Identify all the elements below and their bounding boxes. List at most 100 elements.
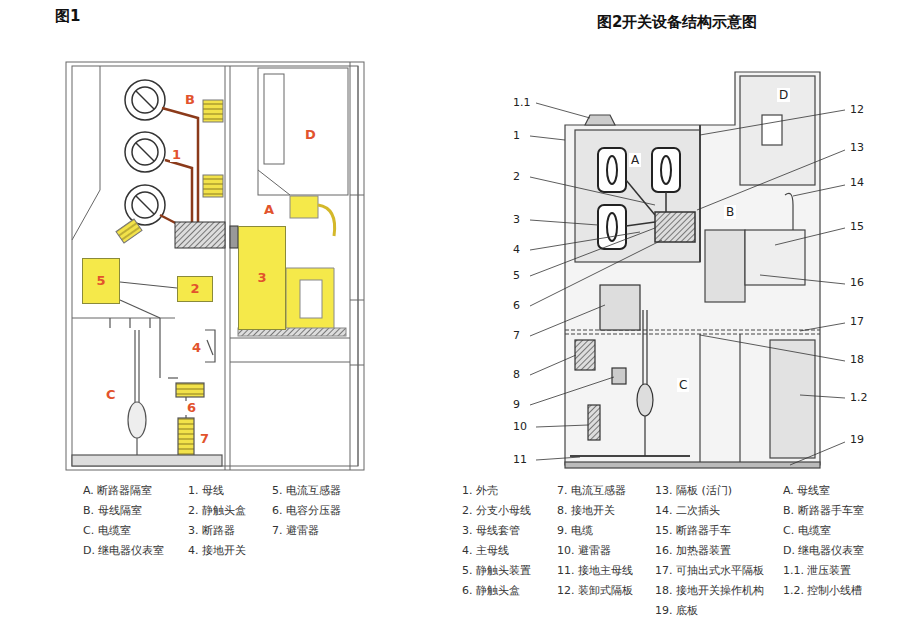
fig2-busbar-part [626,180,655,215]
compartment-letter: C [677,378,689,392]
fig1-housing-part [72,66,100,240]
fig1-cable-room-part [205,330,215,362]
key-entry: 15. 断路器手车 [655,524,731,538]
key-entry: 1. 外壳 [462,484,498,498]
leader-lines-part [697,150,845,210]
fig1-bushings-part [132,192,158,218]
callout-number: 4 [513,243,520,257]
fig1-housing-part [264,74,284,164]
fig1-bushings-part [125,80,165,120]
fig2-cable-room-part [646,310,647,385]
callout-letter: 6 [185,401,198,415]
key-entry: 2. 静触头盒 [188,504,246,518]
fig1-cable-room-part [207,340,213,355]
component-number: 3 [257,271,266,285]
key-entry: 1. 母线 [188,484,224,498]
fig1-cable-room-part [149,318,150,328]
fig2-housing-part [565,462,820,468]
callout-number: 16 [850,276,864,290]
leader-lines-part [536,457,580,460]
figure-title: 图1 [55,9,80,23]
fig1-bushings-part [136,196,154,214]
callout-number: 6 [513,299,520,313]
fig1-cable-room-part [129,318,130,328]
leader-lines-part [530,305,605,336]
fig1-cable-room-part [134,330,135,402]
fig2-cable-room [575,285,653,456]
fig1-breaker-parts-part [300,280,322,318]
fig1-busbar-part [165,160,192,228]
key-entry: 4. 主母线 [462,544,509,558]
callout-number: 7 [513,329,520,343]
fig1-breaker-parts [238,196,346,336]
fig2-busbar-part [665,192,667,212]
leader-lines-part [536,425,588,427]
fig2-bushings-part [598,148,626,192]
fig2-housing-part [570,455,690,457]
fig1-housing [66,62,364,470]
key-entry: 9. 电缆 [557,524,593,538]
fig1-housing-part [350,195,364,196]
component-number: 5 [96,274,105,288]
fig2-housing-part [699,334,700,462]
fig1-housing-part [230,362,350,363]
key-entry: 11. 接地主母线 [557,564,633,578]
leader-lines-part [530,136,565,140]
figure-title: 图2开关设备结构示意图 [597,15,757,29]
fig1-housing-part [358,66,359,466]
key-entry: 10. 避雷器 [557,544,611,558]
fig2-housing-part [575,130,700,262]
component-box: 2 [177,276,213,302]
fig2-bushings-part [661,156,671,184]
leader-lines-part [536,103,590,118]
fig2-housing-part [565,72,820,465]
fig1-cable-room-part [159,318,160,378]
fig1-cable-room-part [120,300,160,318]
callout-number: 3 [513,213,520,227]
callout-number: 11 [513,453,527,467]
fig2-cable-room-part [637,384,653,416]
fig2-housing-part [762,115,782,145]
fig1-cable-room-part [120,282,177,288]
component-box: 3 [238,226,286,330]
compartment-letter: B [724,205,736,219]
fig1-housing-part [350,300,364,301]
key-entry: 6. 静触头盒 [462,584,520,598]
callout-number: 1.2 [850,391,868,405]
component-box: 5 [82,258,120,304]
callout-number: 14 [850,176,864,190]
fig2-bushings-part [598,205,626,249]
callout-letter: D [303,128,318,142]
fig1-cable-room-part [138,330,139,402]
leader-lines-part [700,335,845,361]
fig1-bushings-part [136,91,154,109]
key-entry: 3. 断路器 [188,524,235,538]
leader-lines-part [800,323,845,331]
fig2-housing-part [699,125,701,262]
callout-letter: 1 [170,148,183,162]
fig1-insulators-part [116,219,142,243]
fig1-breaker-parts-part [286,268,334,330]
fig1-housing-part [225,66,226,470]
fig1-cable-room [72,282,222,466]
leader-lines-part [530,220,598,225]
leader-lines-part [700,110,845,135]
leader-lines-part [530,177,655,205]
callout-letter: A [262,203,276,217]
fig2-housing-part [705,230,745,302]
leader-lines-part [530,232,640,250]
fig2-housing-part [739,334,740,462]
callout-number: 15 [850,220,864,234]
fig1-cable-room-part [176,383,204,397]
fig1-bushings-part [132,139,158,165]
fig2-housing-part [585,115,615,125]
key-entry: 16. 加热器装置 [655,544,731,558]
fig2-bushings-part [607,156,617,184]
fig2-busbar-part [655,212,695,242]
fig2-housing-part [565,333,820,334]
fig1-breaker-parts-part [290,196,318,218]
key-entry: D. 继电器仪表室 [783,544,864,558]
fig2-housing [565,72,820,468]
fig2-housing-part [740,76,815,185]
fig2-busbar-part [626,222,655,226]
